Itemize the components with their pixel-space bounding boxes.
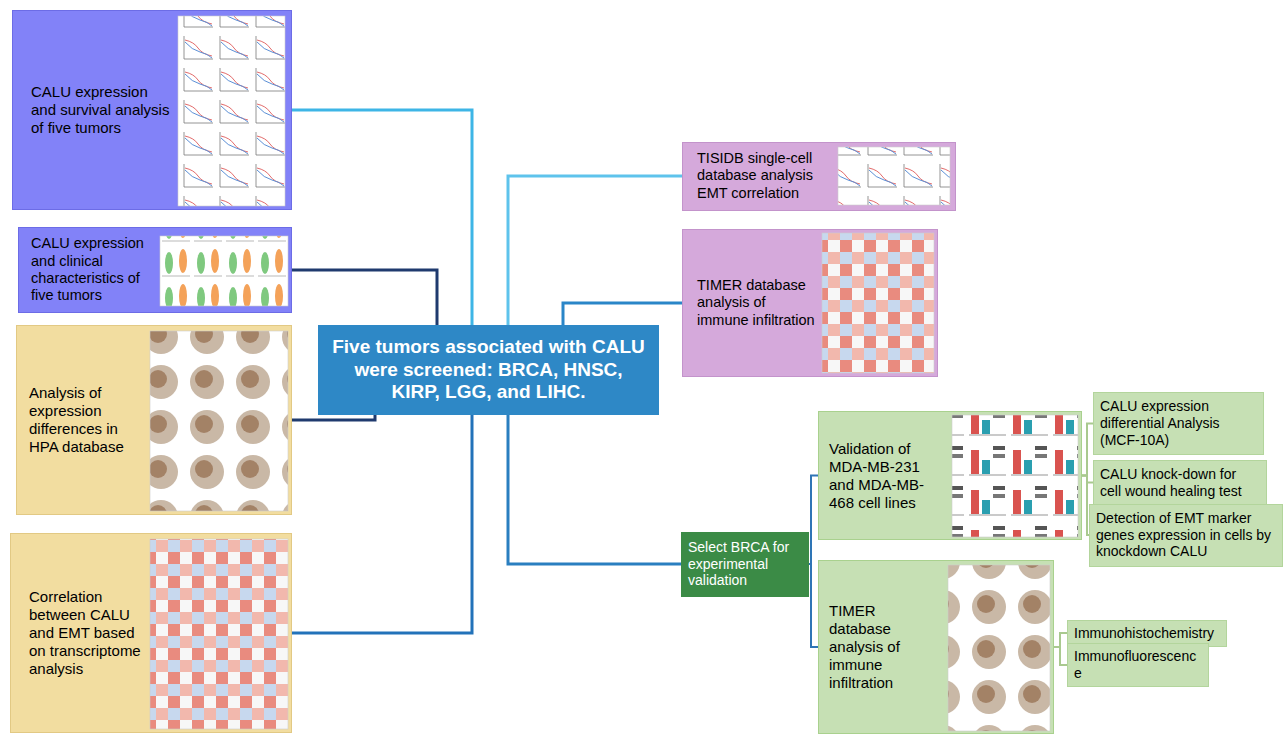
figure-thumbnails bbox=[150, 16, 1078, 731]
connector-line bbox=[292, 270, 437, 325]
figure-thumbnail bbox=[160, 236, 288, 306]
node-text: CALU expression and survival analysis of… bbox=[31, 83, 176, 137]
node-text: Detection of EMT marker genes expression… bbox=[1096, 510, 1274, 560]
node-text: Correlation between CALU and EMT based o… bbox=[29, 588, 147, 678]
node-text: TIMER database analysis of immune infilt… bbox=[829, 602, 941, 692]
validation-box: TIMER database analysis of immune infilt… bbox=[818, 560, 1054, 734]
selection-box: Select BRCA for experimental validation bbox=[681, 532, 809, 597]
figure-thumbnail bbox=[178, 16, 285, 206]
validation-box: Validation of MDA-MB-231 and MDA-MB-468 … bbox=[818, 411, 1082, 540]
connector-line bbox=[292, 415, 472, 633]
analysis-box: CALU expression and clinical characteris… bbox=[18, 227, 292, 313]
connector-line bbox=[1054, 633, 1067, 647]
method-box: CALU expression differential Analysis (M… bbox=[1093, 392, 1264, 455]
figure-thumbnail bbox=[150, 331, 288, 511]
figure-thumbnail bbox=[150, 539, 288, 729]
analysis-box: CALU expression and survival analysis of… bbox=[12, 10, 292, 210]
analysis-box: TIMER database analysis of immune infilt… bbox=[682, 229, 938, 377]
node-text: TIMER database analysis of immune infilt… bbox=[697, 277, 817, 329]
analysis-box: TISIDB single-cell database analysis EMT… bbox=[682, 142, 956, 211]
node-text: Analysis of expression differences in HP… bbox=[29, 384, 147, 456]
connector-line bbox=[563, 303, 682, 325]
node-text: Validation of MDA-MB-231 and MDA-MB-468 … bbox=[829, 440, 947, 512]
node-text: Select BRCA for experimental validation bbox=[688, 539, 800, 589]
connector-line bbox=[809, 564, 818, 647]
figure-thumbnail bbox=[948, 565, 1050, 731]
analysis-box: Analysis of expression differences in HP… bbox=[16, 325, 292, 515]
connector-line bbox=[1082, 476, 1089, 536]
node-text: CALU knock-down for cell wound healing t… bbox=[1100, 466, 1258, 500]
node-text: Immunofluorescence bbox=[1074, 648, 1200, 682]
connector-line bbox=[508, 415, 681, 564]
connector-line bbox=[809, 476, 818, 565]
connector-line bbox=[1082, 424, 1093, 476]
central-topic-box: Five tumors associated with CALU were sc… bbox=[318, 325, 659, 415]
connector-line bbox=[1082, 476, 1093, 483]
node-text: CALU expression and clinical characteris… bbox=[31, 235, 156, 305]
figure-thumbnail bbox=[952, 415, 1078, 537]
connector-line bbox=[292, 110, 472, 325]
method-box: CALU knock-down for cell wound healing t… bbox=[1093, 460, 1267, 506]
method-box: Immunofluorescence bbox=[1067, 643, 1209, 687]
node-text: TISIDB single-cell database analysis EMT… bbox=[697, 150, 832, 202]
analysis-box: Correlation between CALU and EMT based o… bbox=[10, 533, 292, 733]
connector-line bbox=[508, 176, 682, 325]
node-text: Five tumors associated with CALU were sc… bbox=[331, 336, 646, 404]
connector-line bbox=[1054, 647, 1067, 665]
connector-line bbox=[292, 415, 375, 420]
node-text: CALU expression differential Analysis (M… bbox=[1100, 398, 1255, 448]
figure-thumbnail bbox=[838, 147, 950, 205]
node-text: Immunohistochemistry bbox=[1074, 625, 1218, 642]
figure-thumbnail bbox=[822, 233, 934, 373]
method-box: Detection of EMT marker genes expression… bbox=[1089, 504, 1283, 567]
